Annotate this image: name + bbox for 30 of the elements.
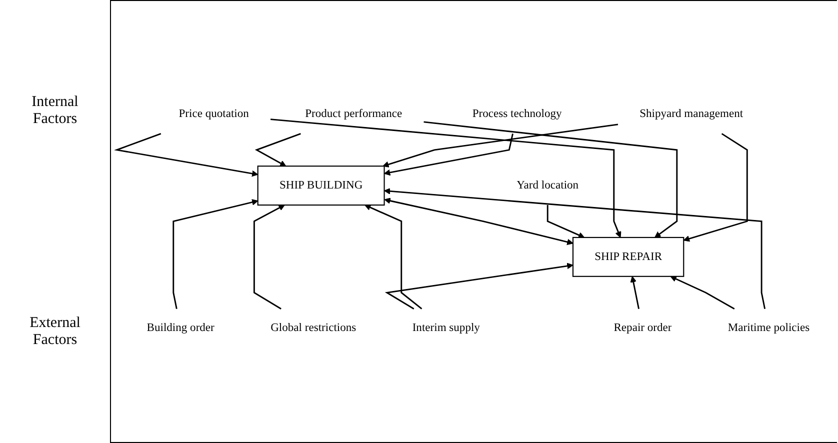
arrow — [270, 118, 622, 238]
arrow — [424, 121, 678, 238]
arrow — [364, 204, 422, 310]
node-box: SHIP BUILDING — [257, 166, 385, 206]
side-label: External Factors — [28, 315, 82, 350]
arrow — [384, 188, 766, 310]
arrow — [114, 133, 258, 177]
node-text: Process technology — [472, 108, 562, 120]
node-text: Price quotation — [178, 108, 249, 120]
node-text: Global restrictions — [270, 322, 356, 334]
arrow — [253, 205, 285, 310]
node-text: Yard location — [516, 179, 579, 192]
node-text: Interim supply — [412, 322, 480, 334]
node-box: SHIP REPAIR — [572, 237, 684, 278]
arrow — [546, 205, 585, 238]
arrow — [172, 199, 258, 310]
side-label: Internal Factors — [30, 94, 80, 128]
arrow — [683, 133, 748, 242]
arrow — [670, 276, 735, 310]
node-text: Product performance — [305, 108, 402, 120]
node-text: Repair order — [614, 322, 672, 334]
node-text: Shipyard management — [640, 108, 744, 120]
node-text: Maritime policies — [728, 322, 810, 334]
arrow — [384, 198, 574, 246]
arrow — [254, 133, 301, 167]
arrow — [384, 134, 514, 176]
arrow — [382, 124, 618, 168]
node-text: Building order — [146, 322, 214, 334]
arrow — [384, 263, 574, 310]
arrow — [630, 276, 640, 310]
